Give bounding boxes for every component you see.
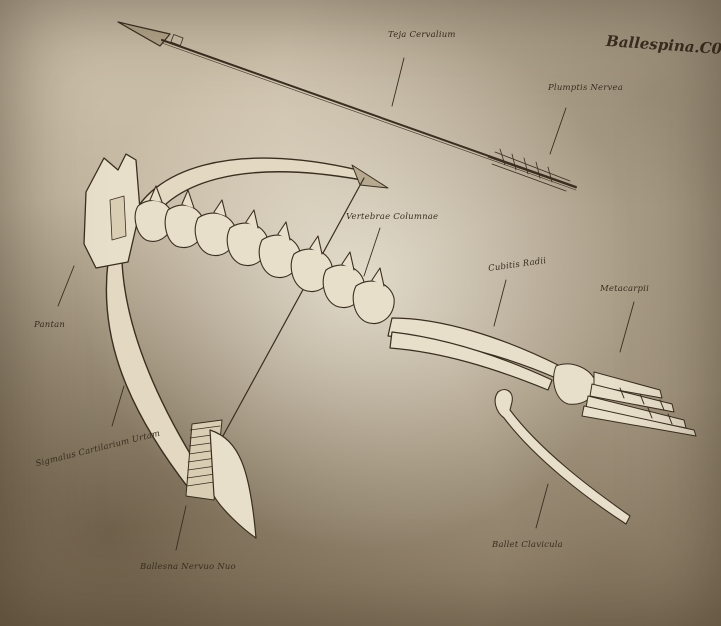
- bow-lower-limb: [106, 262, 200, 490]
- arrowhead: [118, 22, 170, 46]
- forearm-bones: [388, 318, 560, 390]
- bow-upper-tip: [352, 165, 388, 188]
- vertebrae-chain: [135, 186, 394, 324]
- label-spine: Vertebrae Columnae: [346, 212, 438, 222]
- label-arrow-shaft: Teja Cervalium: [388, 30, 456, 40]
- label-clavicle: Ballet Clavicula: [492, 540, 563, 550]
- label-hand: Metacarpii: [600, 284, 649, 294]
- hand-bones: [554, 364, 696, 436]
- blade-bone: [210, 430, 256, 538]
- label-fletching: Plumptis Nervea: [548, 83, 623, 93]
- arrow-drawing: [118, 22, 576, 191]
- label-pelvis: Pantan: [34, 320, 65, 330]
- arrow-fletching: [488, 149, 576, 191]
- label-string: Ballesna Nervuo Nuo: [140, 562, 236, 572]
